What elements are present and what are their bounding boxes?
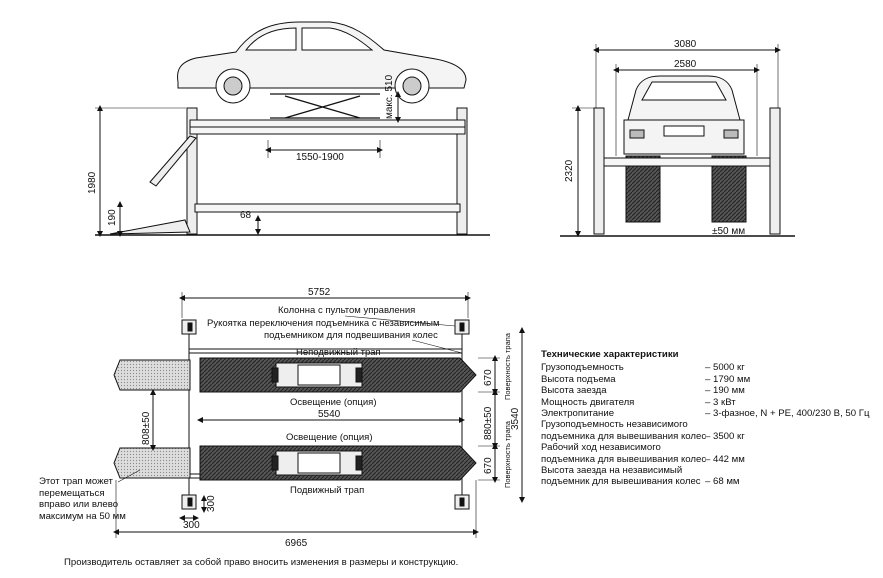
label-handle-line2: подъемником для подвешивания колес xyxy=(264,330,438,341)
footer-disclaimer: Производитель оставляет за собой право в… xyxy=(64,557,459,568)
label-surface-bottom: Поверхность трапа xyxy=(503,420,512,488)
spec-value: – 5000 кг xyxy=(705,362,745,374)
label-lighting-top: Освещение (опция) xyxy=(290,397,376,408)
dim-670-top: 670 xyxy=(483,369,494,386)
dim-300-b: 300 xyxy=(206,495,217,512)
label-moving-ramp: Подвижный трап xyxy=(290,485,364,496)
side-view xyxy=(95,21,490,237)
spec-label: Высота подъема xyxy=(541,373,616,385)
label-lighting-bottom: Освещение (опция) xyxy=(286,432,372,443)
dim-3540: 3540 xyxy=(510,407,521,430)
spec-value: – 68 мм xyxy=(705,476,740,488)
spec-row: Грузоподъемность – 5000 кг xyxy=(541,362,881,373)
spec-row: Высота заезда – 190 мм xyxy=(541,385,881,396)
dim-height-front: 2320 xyxy=(564,159,575,182)
label-surface-top: Поверхность трапа xyxy=(503,332,512,400)
spec-row: Высота заезда на независимый подъемник д… xyxy=(541,465,881,488)
dim-68: 68 xyxy=(240,210,252,221)
spec-value: – 3-фазное, N + PE, 400/230 В, 50 Гц xyxy=(705,408,870,420)
dim-total-height-side: 1980 xyxy=(87,171,98,194)
spec-label: Мощность двигателя xyxy=(541,396,635,408)
spec-value: – 3500 кг xyxy=(705,430,745,442)
label-handle-line1: Рукоятка переключения подъемника с незав… xyxy=(207,318,440,329)
spec-value: – 442 мм xyxy=(705,453,745,465)
plan-view xyxy=(113,292,525,538)
label-column: Колонна с пультом управления xyxy=(278,305,415,316)
spec-value: – 3 кВт xyxy=(705,396,736,408)
dim-adjust: ±50 мм xyxy=(712,226,745,237)
spec-row: Электропитание – 3-фазное, N + PE, 400/23… xyxy=(541,408,881,419)
label-fixed-ramp: Неподвижный трап xyxy=(296,347,381,358)
dim-300-a: 300 xyxy=(183,520,200,531)
car-side-icon xyxy=(177,21,467,104)
dim-width-inner: 2580 xyxy=(674,59,697,70)
spec-label: Рабочий ход независимого подъемника для … xyxy=(541,442,707,465)
spec-label: Грузоподъемность независимого подъемника… xyxy=(541,419,707,442)
spec-value: – 190 мм xyxy=(705,385,745,397)
dim-808: 808±50 xyxy=(141,411,152,445)
dim-190: 190 xyxy=(107,209,118,226)
spec-value: – 1790 мм xyxy=(705,373,751,385)
spec-label: Высота заезда на независимый подъемник д… xyxy=(541,465,701,488)
dim-max-height: макс. 510 xyxy=(384,74,395,119)
dim-width-outer: 3080 xyxy=(674,39,697,50)
dim-880: 880±50 xyxy=(483,406,494,440)
spec-label: Грузоподъемность xyxy=(541,362,624,374)
spec-row: Высота подъема – 1790 мм xyxy=(541,374,881,385)
spec-row: Грузоподъемность независимого подъемника… xyxy=(541,419,881,442)
dim-5540: 5540 xyxy=(318,409,341,420)
dim-670-bottom: 670 xyxy=(483,457,494,474)
car-rear-icon xyxy=(623,75,745,155)
spec-label: Высота заезда xyxy=(541,385,607,397)
specs-title: Технические характеристики xyxy=(541,349,679,360)
dim-total-bottom: 6965 xyxy=(285,538,308,549)
front-view xyxy=(560,44,795,237)
spec-row: Мощность двигателя – 3 кВт xyxy=(541,397,881,408)
ramp-shift-note: Этот трап может перемещаться вправо или … xyxy=(39,476,126,522)
spec-label: Электропитание xyxy=(541,408,615,420)
specs-table: Технические характеристики Грузоподъемно… xyxy=(541,349,881,488)
dim-wheelbase: 1550-1900 xyxy=(296,152,344,163)
spec-row: Рабочий ход независимого подъемника для … xyxy=(541,442,881,465)
dim-total-top: 5752 xyxy=(308,287,331,298)
